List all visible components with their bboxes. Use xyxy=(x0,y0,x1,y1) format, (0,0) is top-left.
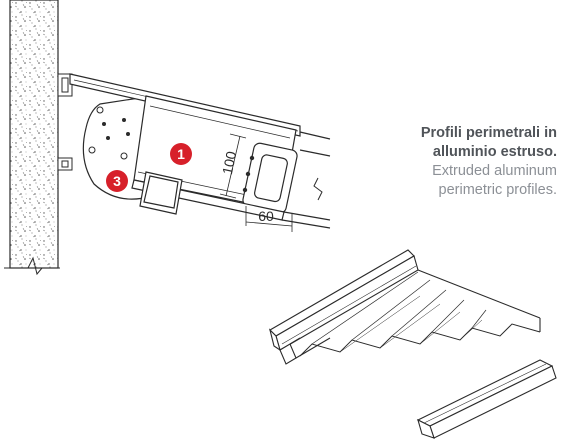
caption-english-line-1: Extruded aluminum xyxy=(432,163,557,179)
motor-box xyxy=(139,171,183,215)
caption-block: Profili perimetrali in alluminio estruso… xyxy=(337,124,557,200)
marker-1-label: 1 xyxy=(177,146,185,162)
caption-italian-line-1: Profili perimetrali in xyxy=(420,125,557,141)
marker-3: 3 xyxy=(106,170,128,192)
wall-bracket-bottom xyxy=(57,157,73,171)
caption-italian-line-2: alluminio estruso. xyxy=(432,144,557,160)
dimension-lines xyxy=(219,133,293,232)
marker-3-label: 3 xyxy=(113,173,121,189)
marker-1: 1 xyxy=(170,143,192,165)
wall-section xyxy=(4,0,60,276)
isometric-profile-view xyxy=(268,249,557,439)
caption-english-line-2: perimetric profiles. xyxy=(438,182,557,198)
dimension-depth-label: 100 xyxy=(219,150,240,176)
dimension-width-label: 60 xyxy=(258,208,274,224)
